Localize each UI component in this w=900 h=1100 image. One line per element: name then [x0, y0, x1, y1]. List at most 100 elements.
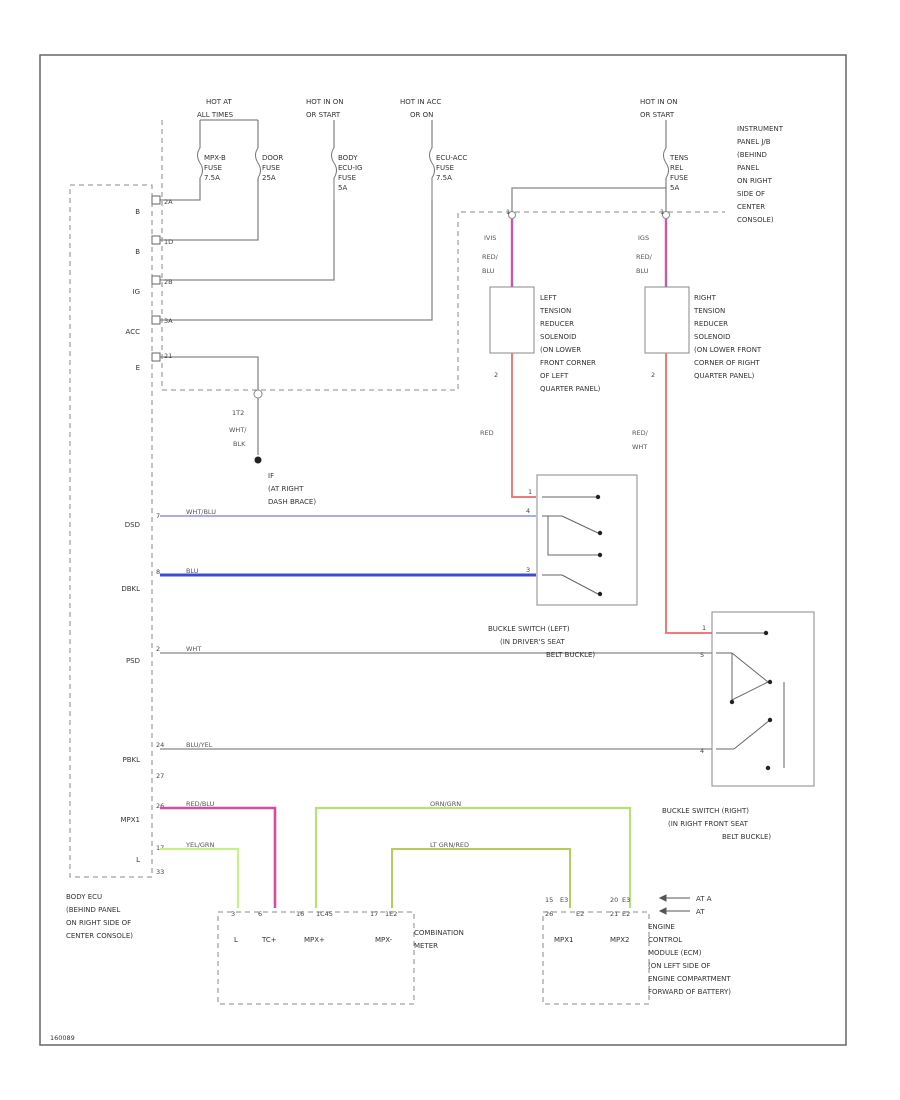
- ground-label-3: DASH BRACE): [268, 498, 316, 506]
- panel-note: INSTRUMENT PANEL J/B (BEHIND PANEL ON RI…: [737, 125, 784, 224]
- sol-right-bottom-pin: 2: [651, 371, 655, 379]
- sol-left-label: LEFT TENSION REDUCER SOLENOID (ON LOWER …: [539, 294, 601, 393]
- ecu-num-3: 2B: [164, 278, 173, 286]
- ground-wire-2: BLK: [233, 440, 246, 448]
- wire-mpx1: [160, 806, 277, 908]
- svg-text:FORWARD OF BATTERY): FORWARD OF BATTERY): [648, 988, 731, 996]
- wire-door-to-b2: [160, 178, 259, 241]
- combination-meter-outline: [217, 911, 415, 1005]
- fuse-mpxb-label-1: MPX-B: [204, 154, 226, 162]
- fuse-ecu-acc-icon: [429, 147, 435, 200]
- svg-text:FRONT CORNER: FRONT CORNER: [540, 359, 596, 367]
- wire-pbkl-label: BLU/YEL: [186, 741, 213, 749]
- ecm-pin-2: E3: [560, 896, 568, 904]
- svg-text:LEFT: LEFT: [540, 294, 557, 302]
- ecu-pin-dbkl: DBKL: [121, 585, 140, 593]
- ecm-outline: [542, 911, 650, 1005]
- fuse-door-label-2: FUSE: [262, 164, 280, 172]
- ecu-num-11: 26: [156, 802, 164, 810]
- fuse-tens-label-1: TENS: [669, 154, 689, 162]
- ecm-code-4: E2: [622, 910, 630, 918]
- ecm-pin-4: E3: [622, 896, 630, 904]
- sol-right-color-1: RED/: [636, 253, 653, 261]
- svg-text:(IN DRIVER'S SEAT: (IN DRIVER'S SEAT: [500, 638, 565, 646]
- fuse-body-label-2: ECU-IG: [338, 164, 362, 172]
- wire-lt-grn-red-label: LT GRN/RED: [430, 841, 469, 849]
- ecu-pin-psd: PSD: [126, 657, 140, 665]
- fuse-acc-label-3: 7.5A: [436, 174, 452, 182]
- ecu-num-2: 1D: [164, 238, 173, 246]
- ecu-num-7: 8: [156, 568, 160, 576]
- ecu-pin-e: E: [136, 364, 140, 372]
- svg-text:INSTRUMENT: INSTRUMENT: [737, 125, 784, 133]
- svg-text:SIDE OF: SIDE OF: [737, 190, 765, 198]
- svg-text:MODULE (ECM): MODULE (ECM): [648, 949, 702, 957]
- ecm-code-1: 26: [545, 910, 553, 918]
- svg-text:CORNER OF RIGHT: CORNER OF RIGHT: [694, 359, 760, 367]
- svg-text:TENSION: TENSION: [693, 307, 725, 315]
- meter-label-mpxp: MPX+: [304, 936, 325, 944]
- source-hot-all-2: ALL TIMES: [197, 111, 234, 119]
- wire-lt-grn-red: [391, 848, 571, 908]
- sol-left-color-1: RED/: [482, 253, 499, 261]
- meter-name-1: COMBINATION: [414, 929, 464, 937]
- buckle-right-pin-1: 1: [702, 624, 706, 632]
- ecu-num-6: 7: [156, 512, 160, 520]
- svg-text:PANEL: PANEL: [737, 164, 759, 172]
- meter-code-1: 1C45: [316, 910, 333, 918]
- ecm-code-2: E2: [576, 910, 584, 918]
- svg-text:TENSION: TENSION: [539, 307, 571, 315]
- fuse-acc-label-1: ECU-ACC: [436, 154, 467, 162]
- ecu-num-5: 21: [164, 352, 172, 360]
- sol-right-wire-bottom-1: RED/: [632, 429, 649, 437]
- ground-label-2: (AT RIGHT: [268, 485, 304, 493]
- diagram-border: [39, 54, 847, 1046]
- fuse-body-label-1: BODY: [338, 154, 358, 162]
- fuse-body-ecu-icon: [331, 147, 337, 200]
- svg-text:PANEL J/B: PANEL J/B: [737, 138, 771, 146]
- ground-pin: 1T2: [232, 409, 244, 417]
- buckle-right-pin-2: 5: [700, 651, 704, 659]
- fuse-tens-label-2: REL: [670, 164, 683, 172]
- sol-right-color-2: BLU: [636, 267, 649, 275]
- sol-left-color-2: BLU: [482, 267, 495, 275]
- ground-label-1: IF: [268, 472, 274, 480]
- ecu-num-8: 2: [156, 645, 160, 653]
- fuse-door-label-1: DOOR: [262, 154, 283, 162]
- ecu-num-1: 2A: [164, 198, 173, 206]
- ecu-num-4: 3A: [164, 317, 173, 325]
- sol-right-body: [644, 286, 690, 354]
- buckle-right-body: [711, 611, 815, 787]
- ecu-pin-ig: IG: [133, 288, 141, 296]
- fuse-body-label-4: 5A: [338, 184, 347, 192]
- ecu-num-13: 33: [156, 868, 164, 876]
- svg-text:SOLENOID: SOLENOID: [694, 333, 730, 341]
- wire-l: [160, 847, 240, 908]
- svg-text:ENGINE: ENGINE: [648, 923, 675, 931]
- buckle-left-label: BUCKLE SWITCH (LEFT) (IN DRIVER'S SEAT B…: [488, 625, 595, 659]
- sol-left-body: [489, 286, 535, 354]
- sol-left-bottom-pin: 2: [494, 371, 498, 379]
- svg-text:BUCKLE SWITCH (RIGHT): BUCKLE SWITCH (RIGHT): [662, 807, 749, 815]
- svg-text:BODY ECU: BODY ECU: [66, 893, 102, 901]
- ecu-pin-dsd: DSD: [125, 521, 140, 529]
- source-hot-acc-1: HOT IN ACC: [400, 98, 441, 106]
- fuse-door-icon: [255, 147, 261, 179]
- ecm-label: ENGINE CONTROL MODULE (ECM) (ON LEFT SID…: [648, 923, 731, 996]
- ground-connector-icon: [253, 389, 263, 399]
- wire-mpxb-to-b1: [160, 178, 201, 201]
- ecu-pin-l: L: [136, 856, 140, 864]
- svg-text:(ON LOWER FRONT: (ON LOWER FRONT: [694, 346, 762, 354]
- meter-pin-2: 6: [258, 910, 262, 918]
- wire-sol-left-to-buckle: [511, 353, 536, 498]
- wire-sol-right-to-buckle: [665, 353, 712, 634]
- buckle-right-label: BUCKLE SWITCH (RIGHT) (IN RIGHT FRONT SE…: [662, 807, 771, 841]
- ground-point-icon: [254, 456, 262, 464]
- sol-left-top-connector: [508, 211, 516, 219]
- meter-pin-1: 3: [231, 910, 235, 918]
- diagram-id: 160089: [50, 1034, 75, 1042]
- fuse-body-label-3: FUSE: [338, 174, 356, 182]
- fuse-tens-label-4: 5A: [670, 184, 679, 192]
- svg-text:CENTER: CENTER: [737, 203, 765, 211]
- fuse-mpxb-label-3: 7.5A: [204, 174, 220, 182]
